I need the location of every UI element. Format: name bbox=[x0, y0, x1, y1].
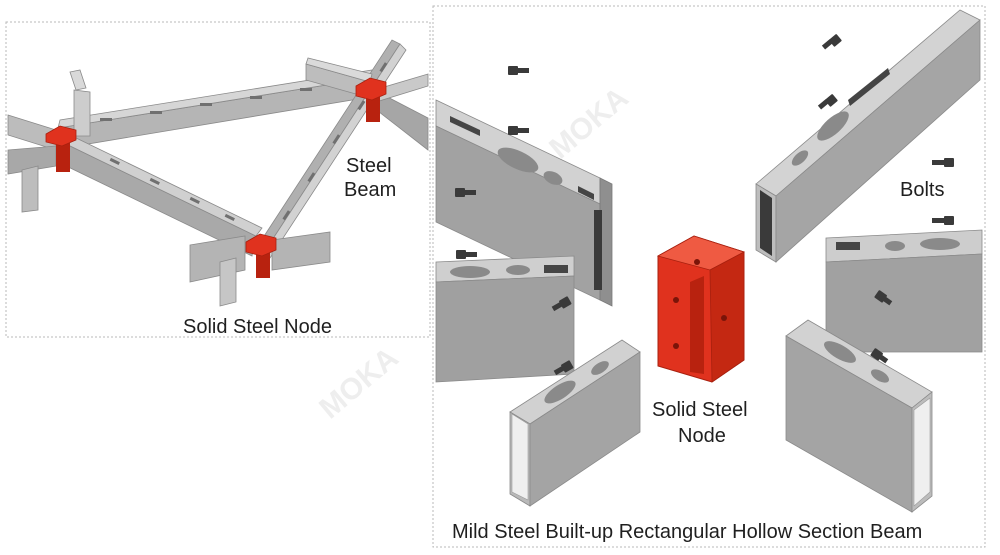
bolt bbox=[874, 290, 893, 306]
steel-beam-label-line1: Steel bbox=[346, 155, 392, 177]
bolt bbox=[551, 296, 572, 312]
bolt bbox=[553, 360, 574, 376]
caption-label: Mild Steel Built-up Rectangular Hollow S… bbox=[452, 521, 922, 543]
bolt bbox=[508, 66, 529, 75]
beam-bottom-cross bbox=[189, 231, 331, 307]
bolt bbox=[817, 94, 838, 110]
beam-right-middle bbox=[825, 229, 983, 353]
left-panel: Steel Beam Solid Steel Node bbox=[5, 21, 431, 338]
bolt bbox=[455, 188, 476, 197]
solid-steel-node-label-line2: Node bbox=[678, 425, 726, 447]
node-left bbox=[45, 125, 77, 172]
central-solid-steel-node bbox=[656, 235, 746, 383]
right-panel: Bolts Solid Steel Node Mild Steel Built-… bbox=[432, 5, 986, 548]
beam-bottom-right bbox=[785, 319, 933, 513]
beam-lower-left bbox=[435, 255, 575, 383]
bolt bbox=[821, 34, 842, 50]
solid-steel-node-label-line1: Solid Steel bbox=[652, 399, 748, 421]
beam-right-cross bbox=[305, 57, 429, 151]
bolts-label: Bolts bbox=[900, 179, 944, 201]
bolts-group bbox=[455, 34, 954, 376]
solid-steel-node-label: Solid Steel Node bbox=[183, 316, 332, 338]
bolt bbox=[508, 126, 529, 135]
bolt bbox=[870, 348, 889, 364]
node-right bbox=[355, 77, 387, 122]
bolt bbox=[932, 216, 954, 225]
steel-beam-label-line2: Beam bbox=[344, 179, 396, 201]
beam-upper-right bbox=[755, 9, 981, 263]
beam-bottom-left bbox=[509, 339, 641, 507]
node-bottom bbox=[245, 233, 277, 278]
bolt bbox=[932, 158, 954, 167]
bolt bbox=[456, 250, 477, 259]
watermark: MOKA bbox=[313, 341, 404, 425]
